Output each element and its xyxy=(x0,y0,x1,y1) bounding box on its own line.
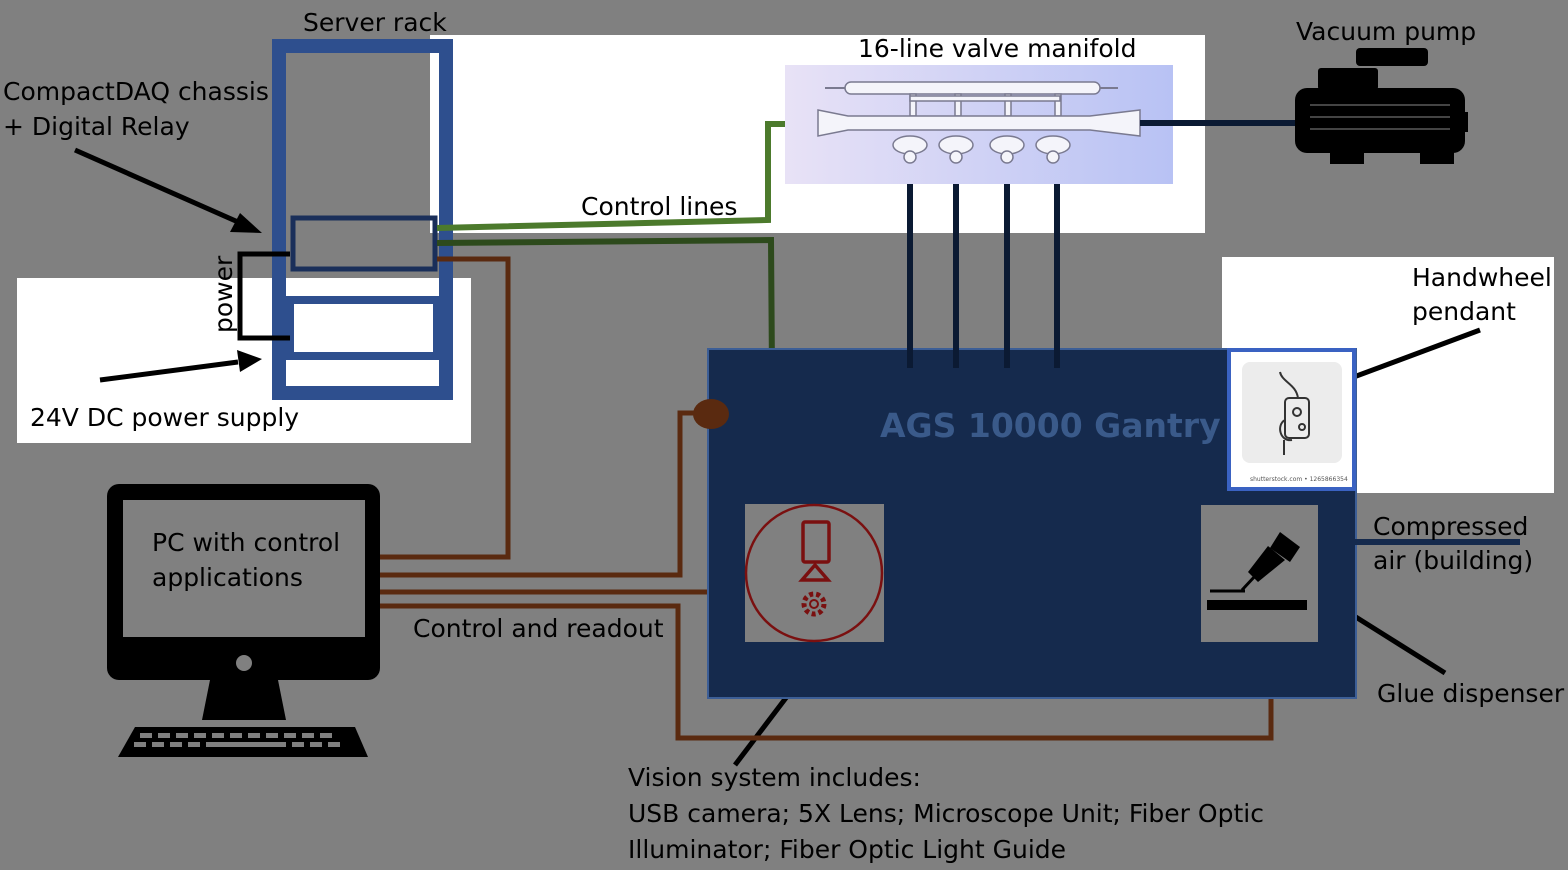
handwheel-label-line1: Handwheel xyxy=(1412,263,1552,292)
compactdaq-label-line1: CompactDAQ chassis xyxy=(3,77,269,106)
handwheel-label-line2: pendant xyxy=(1412,297,1516,326)
gantry-connector xyxy=(693,399,729,429)
vision-label-line2: USB camera; 5X Lens; Microscope Unit; Fi… xyxy=(628,799,1264,828)
gantry-title: AGS 10000 Gantry xyxy=(880,406,1221,445)
vision-label-line1: Vision system includes: xyxy=(628,763,921,792)
handwheel-pendant-icon xyxy=(1227,348,1356,491)
compressed-air-label-line2: air (building) xyxy=(1373,546,1534,575)
desktop-computer-icon xyxy=(107,484,380,757)
readout-cables xyxy=(378,256,1274,741)
vacuum-pump-label: Vacuum pump xyxy=(1296,17,1477,46)
vision-label-line3: Illuminator; Fiber Optic Light Guide xyxy=(628,835,1067,864)
glue-dispenser-icon xyxy=(1201,505,1318,642)
valve-manifold-label: 16-line valve manifold xyxy=(858,34,1137,63)
compactdaq-label-line2: + Digital Relay xyxy=(3,112,190,141)
vacuum-pump-icon xyxy=(1295,48,1468,164)
pc-label-line1: PC with control xyxy=(152,528,341,557)
stock-caption: shutterstock.com • 1265866354 xyxy=(1250,476,1348,483)
control-readout-label: Control and readout xyxy=(413,614,664,643)
power-supply-label: 24V DC power supply xyxy=(30,403,300,432)
camera-gear-icon xyxy=(744,503,884,643)
control-lines-label: Control lines xyxy=(581,192,738,221)
compressed-air-label-line1: Compressed xyxy=(1373,512,1529,541)
valve-manifold-icon xyxy=(785,65,1173,184)
server-rack xyxy=(272,39,453,400)
glue-dispenser-label: Glue dispenser xyxy=(1377,679,1565,708)
valve-lines xyxy=(907,160,1060,368)
power-cable xyxy=(237,251,290,341)
power-label: power xyxy=(209,255,238,333)
pc-label-line2: applications xyxy=(152,563,303,592)
server-rack-label: Server rack xyxy=(303,8,447,37)
